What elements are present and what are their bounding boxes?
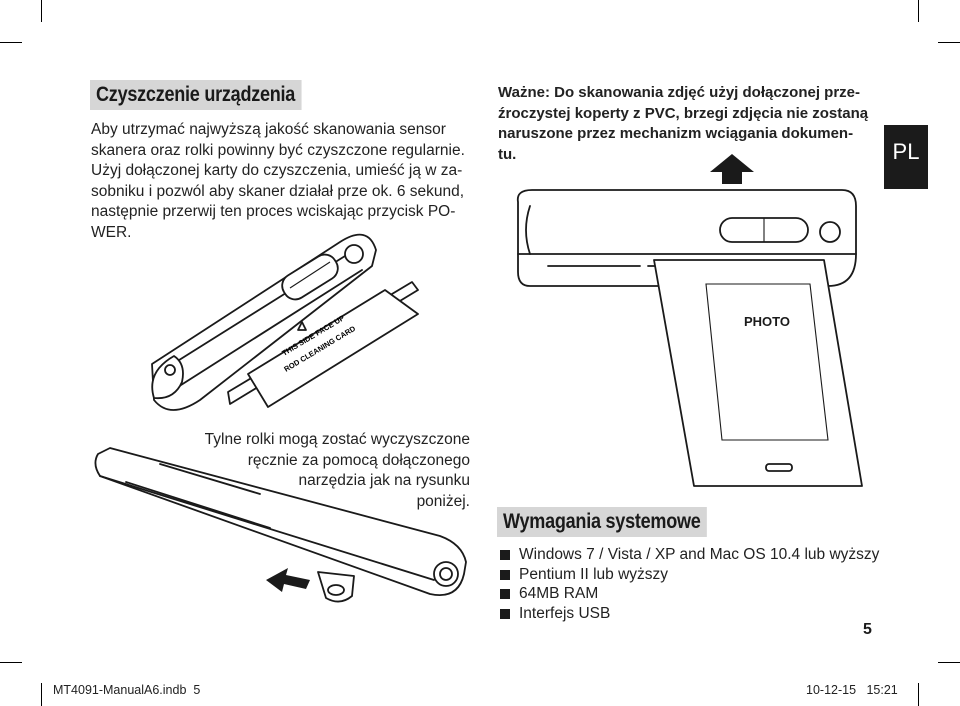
crop-mark — [0, 42, 22, 43]
rollers-paragraph: Tylne rolki mogą zostać wyczyszczone ręc… — [180, 430, 470, 512]
text-line: Ważne: Do skanowania zdjęć użyj dołączon… — [498, 84, 861, 101]
text-line: Tylne rolki mogą zostać wyczyszczone — [204, 431, 470, 448]
footer-page: 5 — [193, 683, 201, 697]
footer-date: 10-12-15 — [806, 683, 857, 697]
important-note: Ważne: Do skanowania zdjęć użyj dołączon… — [498, 83, 883, 165]
scanner-photo-sleeve-illustration: PHOTO — [516, 154, 863, 487]
crop-mark — [0, 662, 22, 663]
list-item: Interfejs USB — [500, 604, 879, 624]
text-line: Użyj dołączonej karty do czyszczenia, um… — [91, 162, 463, 179]
crop-mark — [918, 0, 919, 22]
footer-filename: MT4091-ManualA6.indb — [53, 683, 187, 697]
list-item: Pentium II lub wyższy — [500, 565, 879, 585]
footer-file: MT4091-ManualA6.indb 5 — [53, 683, 200, 697]
footer-timestamp: 10-12-15 15:21 — [806, 683, 898, 697]
text-line: tu. — [498, 145, 517, 163]
cleaning-paragraph: Aby utrzymać najwyższą jakość skanowania… — [91, 120, 467, 243]
text-line: źroczystej koperty z PVC, brzegi zdjęcia… — [498, 104, 869, 122]
footer-time: 15:21 — [866, 683, 898, 697]
section-heading-cleaning: Czyszczenie urządzenia — [90, 80, 302, 110]
crop-mark — [41, 0, 42, 22]
scanner-roller-tool-illustration — [94, 447, 467, 603]
section-heading-requirements: Wymagania systemowe — [497, 507, 707, 537]
text-line: następnie przerwij ten proces wciskając … — [91, 203, 456, 220]
text-line: WER. — [91, 223, 132, 241]
text-line: sobniku i pozwól aby skaner działał prze… — [91, 182, 465, 200]
crop-mark — [938, 42, 960, 43]
photo-label: PHOTO — [744, 314, 790, 329]
text-line: naruszone przez mechanizm wciągania doku… — [498, 125, 854, 142]
text-line: skanera oraz rolki powinny być czyszczon… — [91, 141, 465, 159]
text-line: narzędzia jak na rysunku — [298, 472, 470, 489]
crop-mark — [41, 683, 42, 706]
text-line: Aby utrzymać najwyższą jakość skanowania… — [91, 121, 446, 138]
list-item: Windows 7 / Vista / XP and Mac OS 10.4 l… — [500, 545, 879, 565]
requirements-list: Windows 7 / Vista / XP and Mac OS 10.4 l… — [500, 545, 879, 623]
scanner-cleaning-card-illustration: THIS SIDE FACE UP ROD CLEANING CARD — [151, 233, 419, 411]
list-item: 64MB RAM — [500, 584, 879, 604]
text-line: poniżej. — [416, 492, 470, 510]
crop-mark — [938, 662, 960, 663]
crop-mark — [918, 683, 919, 706]
page-number: 5 — [863, 621, 872, 638]
text-line: ręcznie za pomocą dołączonego — [247, 451, 470, 469]
language-tab: PL — [884, 125, 928, 189]
